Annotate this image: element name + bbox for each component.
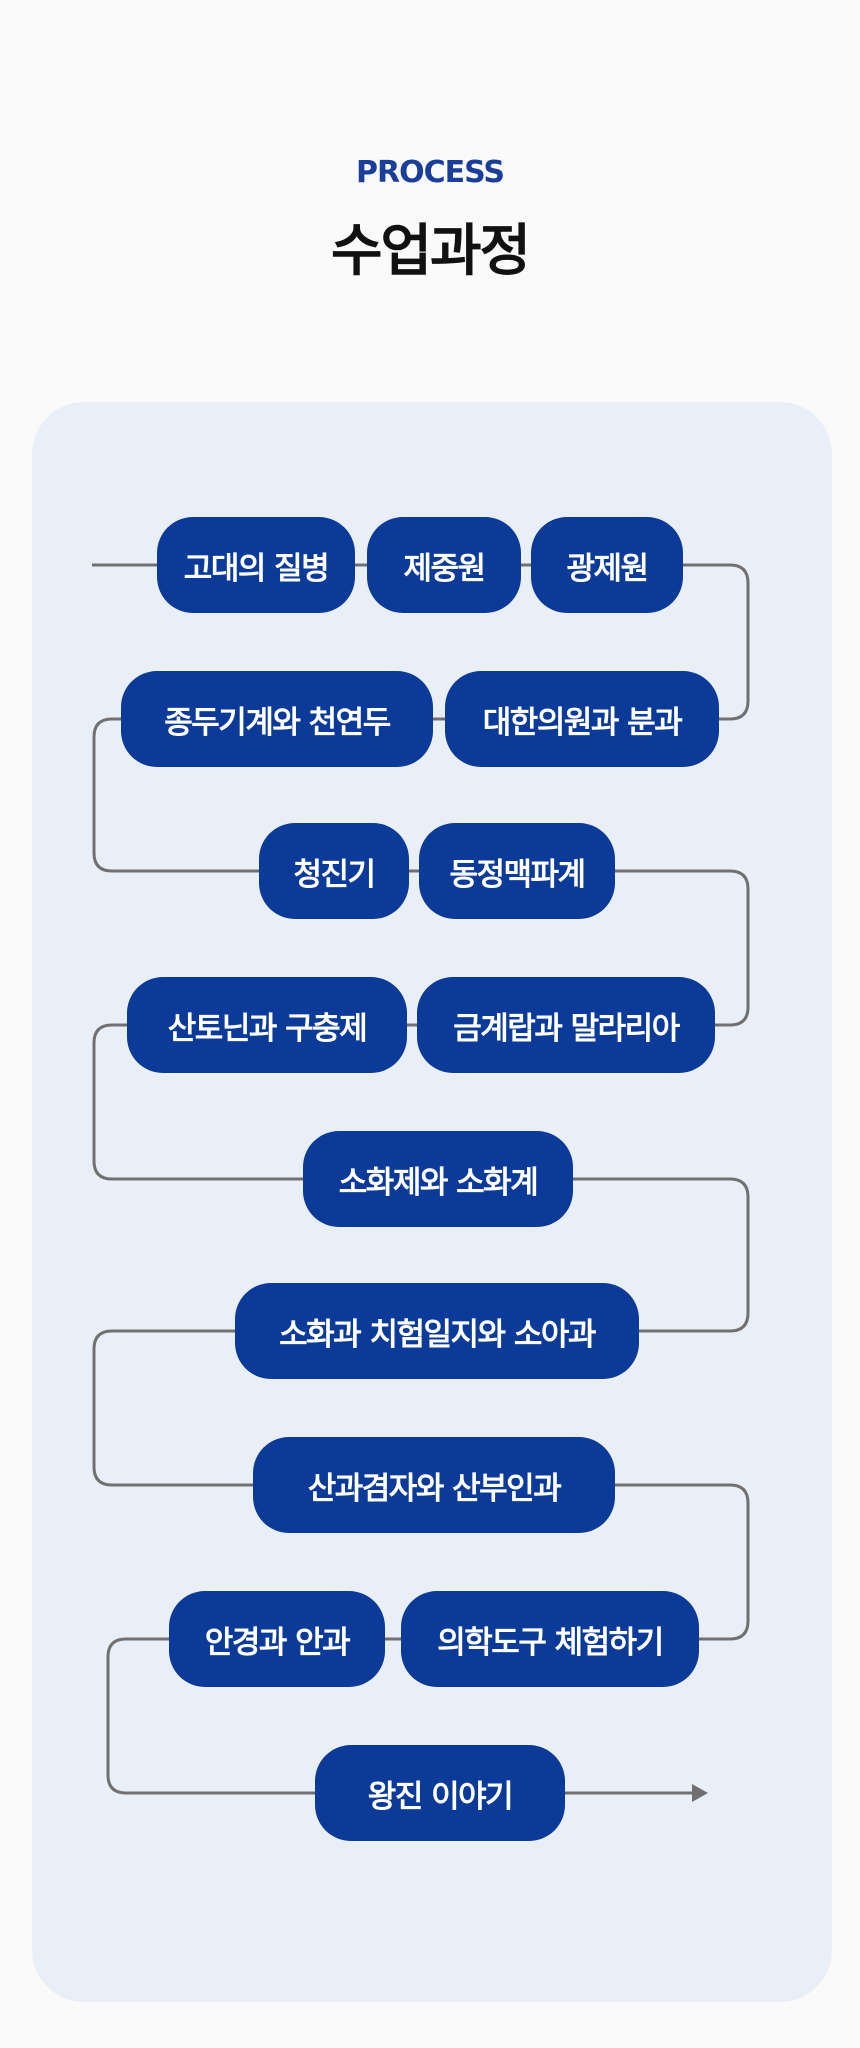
connector-7-8 — [612, 869, 750, 1027]
process-step-14: 안경과 안과 — [169, 1591, 385, 1687]
process-step-6: 청진기 — [259, 823, 409, 919]
process-step-1: 고대의 질병 — [157, 517, 355, 613]
process-step-8: 금계랍과 말라리아 — [417, 977, 715, 1073]
process-step-9: 산토닌과 구충제 — [127, 977, 407, 1073]
process-step-2: 제중원 — [367, 517, 521, 613]
connector-9-10 — [92, 1023, 306, 1181]
process-step-4: 대한의원과 분과 — [445, 671, 719, 767]
process-step-13: 의학도구 체험하기 — [401, 1591, 699, 1687]
connector-14-15 — [106, 1637, 318, 1795]
process-step-12: 산과겸자와 산부인과 — [253, 1437, 615, 1533]
process-step-7: 동정맥파계 — [419, 823, 615, 919]
process-step-11: 소화과 치험일지와 소아과 — [235, 1283, 639, 1379]
connector-3-4 — [680, 563, 750, 721]
section-eyebrow: PROCESS — [356, 155, 505, 190]
process-step-15: 왕진 이야기 — [315, 1745, 565, 1841]
connector-10-11 — [570, 1177, 750, 1333]
connector-5-6 — [92, 717, 262, 873]
process-step-10: 소화제와 소화계 — [303, 1131, 573, 1227]
connector-12-13 — [612, 1483, 750, 1641]
process-step-3: 광제원 — [531, 517, 683, 613]
connector-11-12 — [92, 1329, 256, 1487]
arrowhead-icon — [692, 1784, 708, 1802]
process-step-5: 종두기계와 천연두 — [121, 671, 433, 767]
section-title: 수업과정 — [330, 219, 531, 284]
